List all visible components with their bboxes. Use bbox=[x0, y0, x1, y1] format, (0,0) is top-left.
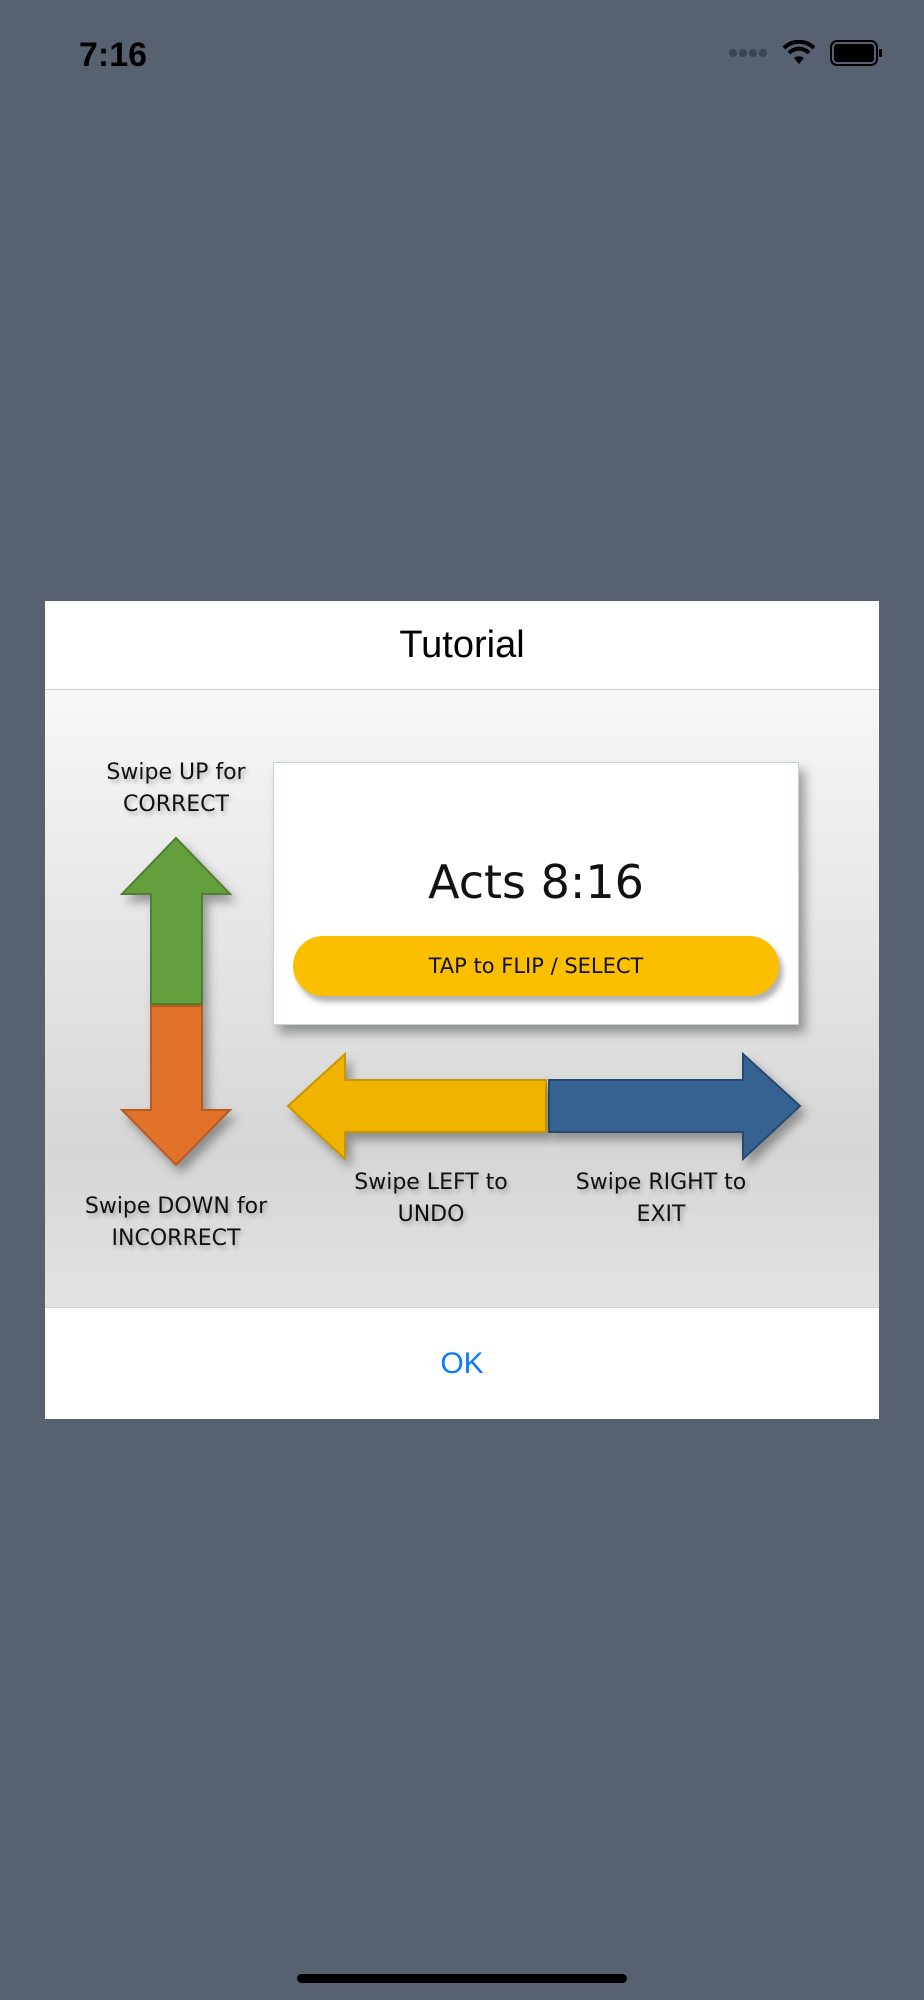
arrow-left-icon bbox=[286, 1051, 547, 1162]
arrow-down-icon bbox=[119, 1005, 233, 1167]
arrow-up-icon bbox=[119, 836, 233, 1005]
ok-button[interactable]: OK bbox=[440, 1346, 484, 1380]
battery-icon bbox=[830, 40, 882, 66]
card-reference: Acts 8:16 bbox=[428, 855, 644, 909]
arrow-right-icon bbox=[548, 1051, 802, 1162]
flashcard: Acts 8:16 TAP to FLIP / SELECT bbox=[273, 762, 799, 1025]
dialog-title: Tutorial bbox=[45, 601, 879, 690]
wifi-icon bbox=[782, 40, 816, 64]
tap-to-flip-pill: TAP to FLIP / SELECT bbox=[293, 936, 779, 996]
dialog-actions: OK bbox=[45, 1307, 879, 1419]
gesture-arrows bbox=[119, 836, 802, 1167]
home-indicator[interactable] bbox=[297, 1974, 627, 1983]
status-icons bbox=[728, 40, 884, 66]
status-time: 7:16 bbox=[79, 36, 148, 74]
signal-dots-icon bbox=[729, 49, 767, 57]
